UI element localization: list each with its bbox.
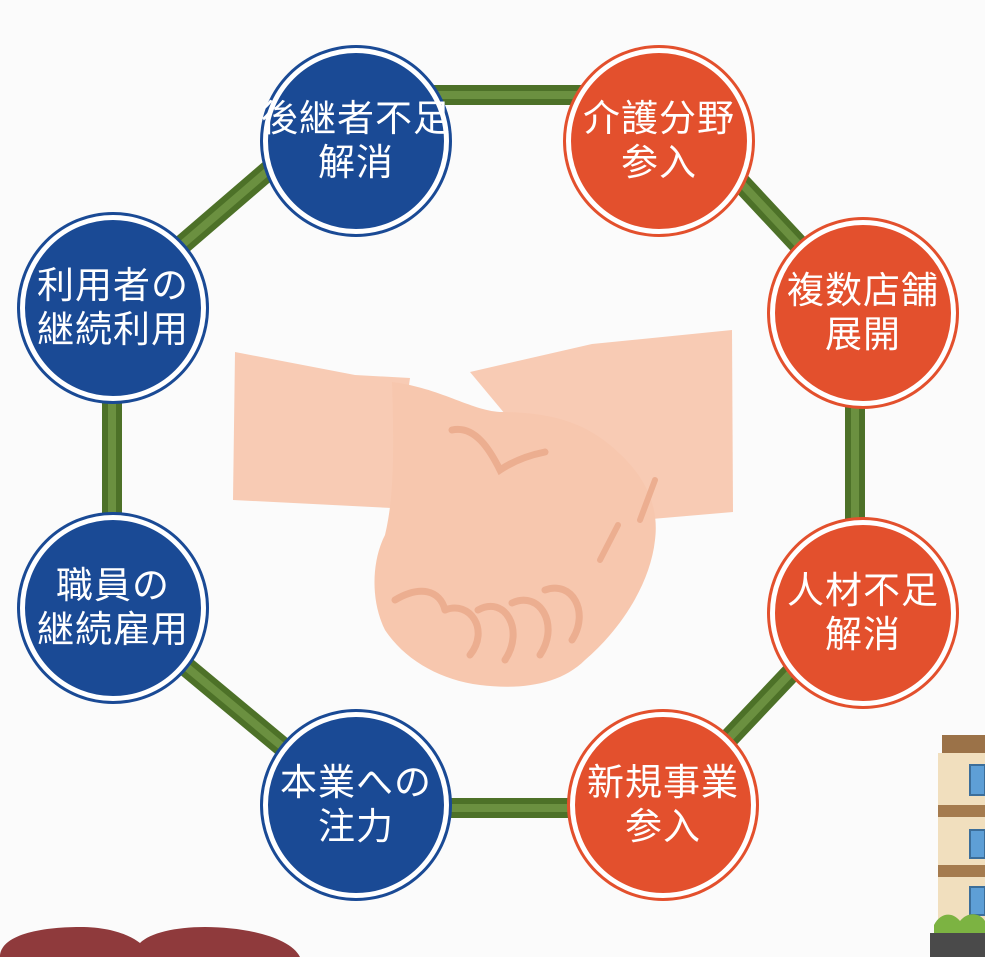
node-label-line1: 本業への xyxy=(280,760,432,804)
node-label-line2: 解消 xyxy=(825,613,901,656)
node-multi-store: 複数店舗 展開 xyxy=(770,220,956,406)
node-label-line1: 利用者の xyxy=(37,263,189,307)
node-label-line2: 注力 xyxy=(318,805,394,848)
node-label-line1: 介護分野 xyxy=(583,96,735,140)
building-icon xyxy=(930,735,985,957)
decorative-arc-shapes xyxy=(0,927,300,957)
node-label-line2: 参入 xyxy=(625,805,701,848)
node-label-line1: 職員の xyxy=(56,563,170,607)
node-label-line2: 継続利用 xyxy=(37,308,189,351)
node-staff-shortage: 人材不足 解消 xyxy=(770,520,956,706)
node-user-continuity: 利用者の 継続利用 xyxy=(20,215,206,401)
node-label-line1: 人材不足 xyxy=(787,568,939,612)
node-label-line2: 継続雇用 xyxy=(37,608,189,651)
node-label-line1: 複数店舗 xyxy=(787,268,939,312)
handshake-icon xyxy=(233,330,733,687)
node-successor-shortage: 後継者不足 解消 xyxy=(261,48,451,234)
node-label-line2: 参入 xyxy=(621,141,697,184)
node-new-business: 新規事業 参入 xyxy=(570,712,756,898)
node-staff-employment: 職員の 継続雇用 xyxy=(20,515,206,701)
node-label-line1: 新規事業 xyxy=(587,760,739,804)
node-core-focus: 本業への 注力 xyxy=(263,712,449,898)
node-label-line2: 解消 xyxy=(318,141,394,184)
node-care-entry: 介護分野 参入 xyxy=(566,48,752,234)
node-label-line2: 展開 xyxy=(825,313,901,356)
node-label-line1: 後継者不足 xyxy=(261,96,451,140)
